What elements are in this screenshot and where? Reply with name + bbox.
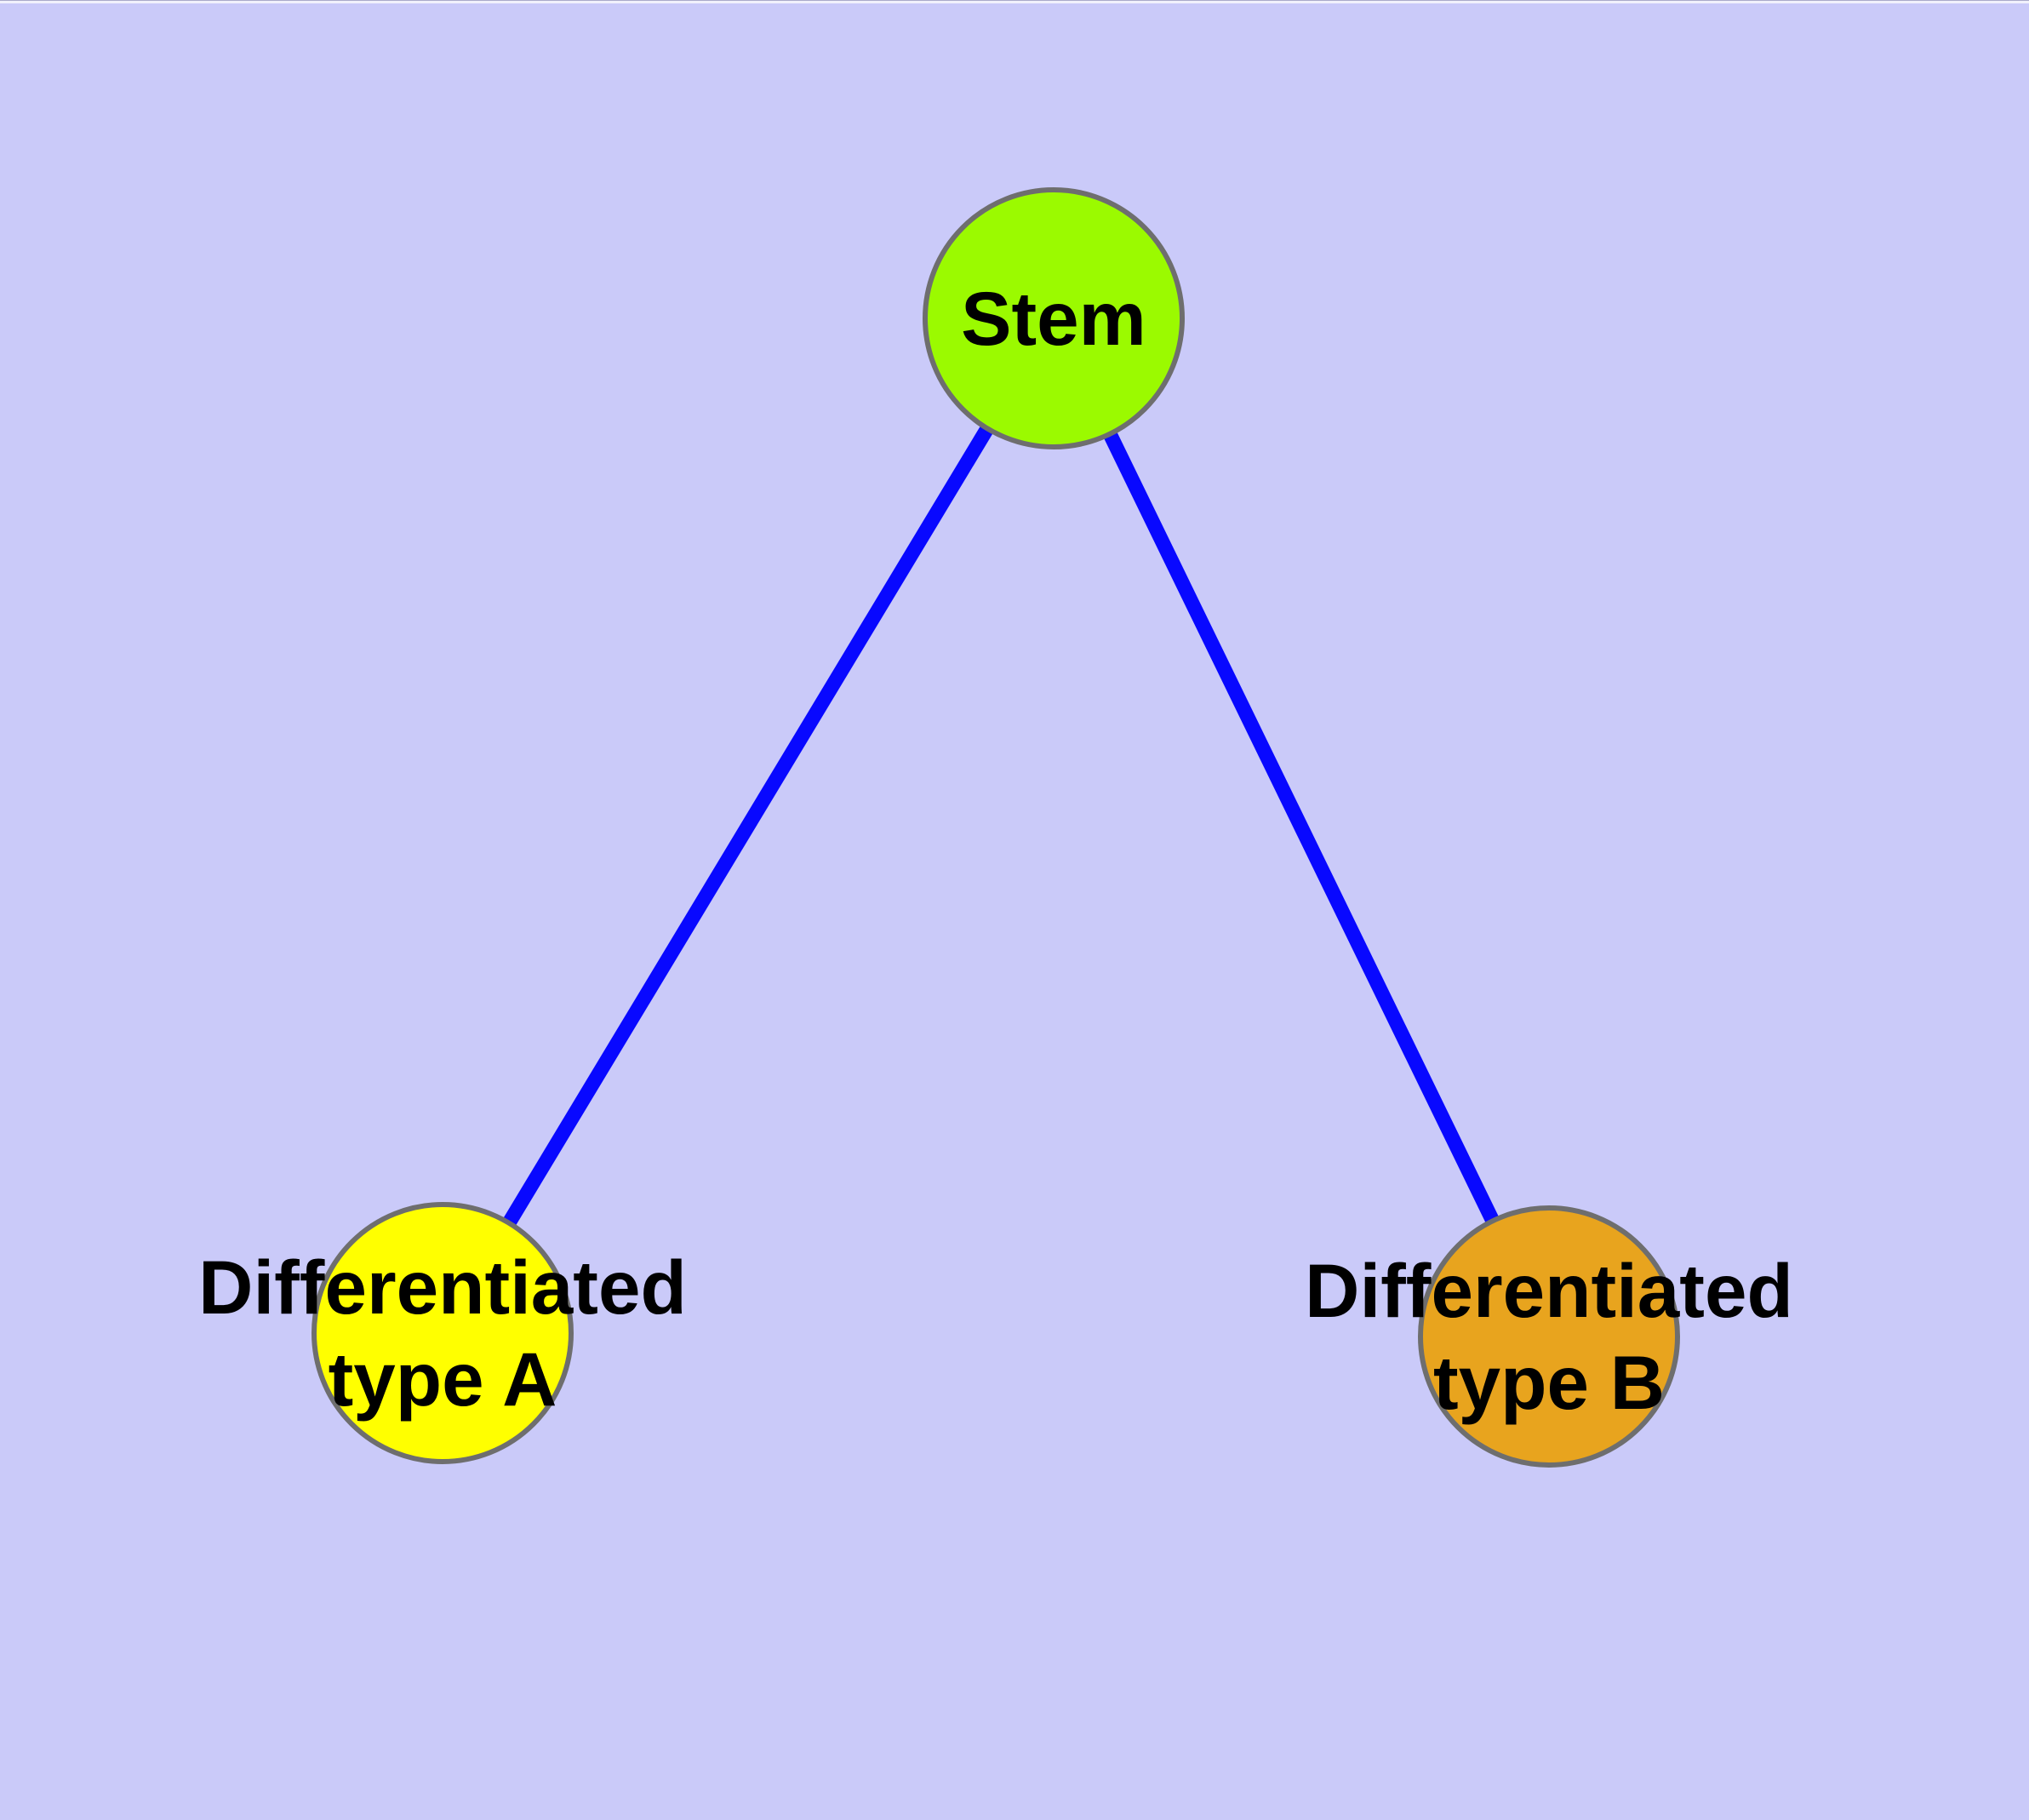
type-a-label-line-2: type A bbox=[329, 1336, 557, 1422]
type-b-label-line-1: Differentiated bbox=[1305, 1248, 1793, 1333]
edge-stem-to-type-a bbox=[436, 314, 1060, 1337]
stem-label-line-1: Stem bbox=[961, 276, 1146, 361]
type-a-node-circle bbox=[311, 1202, 574, 1464]
stem-node-label: Stem bbox=[961, 276, 1146, 361]
edges-layer bbox=[436, 314, 1556, 1340]
type-a-label-line-1: Differentiated bbox=[198, 1245, 687, 1330]
stem-node-circle bbox=[923, 187, 1185, 449]
window-top-edge bbox=[0, 0, 2029, 3]
type-b-label-line-2: type B bbox=[1433, 1340, 1665, 1425]
edge-stem-to-type-b bbox=[1047, 315, 1556, 1340]
type-b-node-circle bbox=[1418, 1205, 1680, 1468]
nodes-layer bbox=[311, 187, 1680, 1468]
